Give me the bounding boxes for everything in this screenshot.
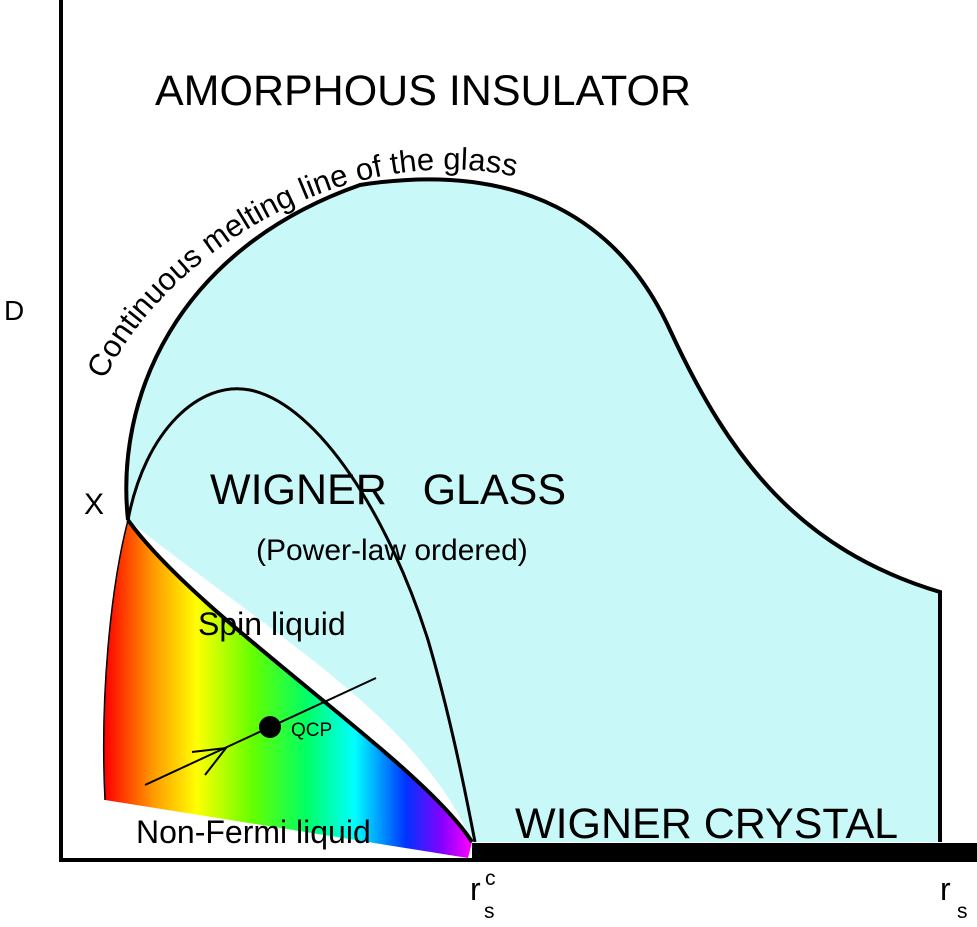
spin-liquid-label: Spin liquid	[198, 606, 346, 642]
x-axis-critical-sup: c	[485, 867, 496, 890]
wigner-glass-label: WIGNER GLASS	[210, 466, 566, 514]
melting-line-curve	[124, 177, 942, 842]
wigner-crystal-label: WIGNER CRYSTAL	[515, 800, 898, 848]
wigner-glass-subtitle: (Power-law ordered)	[256, 534, 528, 567]
y-axis-label: D	[4, 295, 24, 326]
x-axis-main-r: r	[940, 871, 951, 907]
arrow-head-icon	[191, 746, 229, 776]
x-axis-critical-label: r	[470, 871, 481, 907]
qcp-label: QCP	[291, 720, 332, 741]
non-fermi-liquid-region	[103, 520, 472, 858]
x-axis-critical-sub: s	[484, 900, 495, 923]
spin-liquid-boundary	[126, 518, 474, 844]
non-fermi-left-boundary	[102, 519, 129, 801]
qcp-dot	[259, 716, 281, 738]
x-axis-main-label: r	[940, 871, 951, 907]
wigner-crystal-bar	[472, 843, 977, 862]
non-fermi-liquid-label: Non-Fermi liquid	[136, 814, 371, 850]
inner-dome-curve	[126, 387, 477, 843]
x-axis-critical-r: r	[470, 871, 481, 907]
wigner-glass-region	[126, 179, 940, 842]
x-axis-main-sub: s	[957, 900, 968, 923]
point-x-label: X	[84, 488, 104, 521]
region-top-label: AMORPHOUS INSULATOR	[155, 67, 691, 115]
